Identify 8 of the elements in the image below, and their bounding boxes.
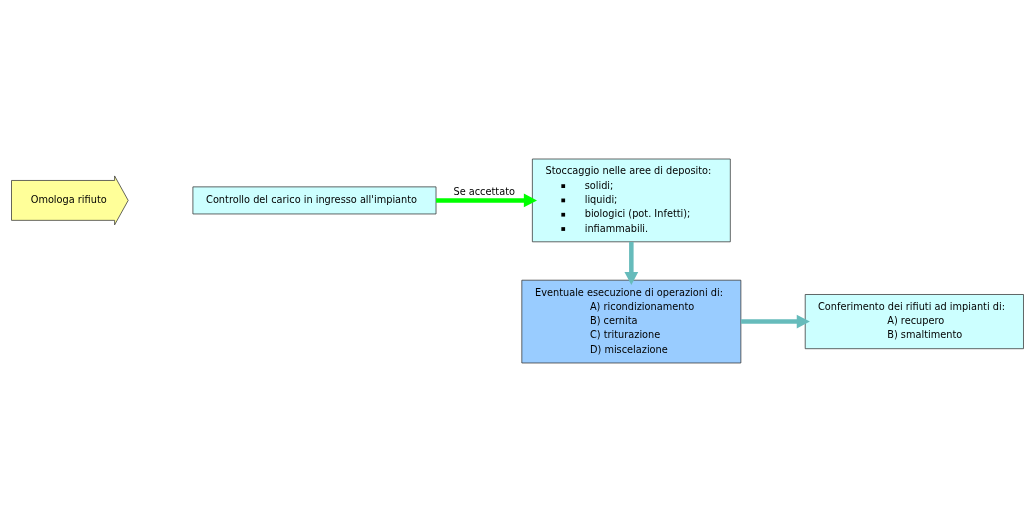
- node-box: Conferimento dei rifiuti ad impianti di: A) recupero B) smaltimento: [804, 293, 1024, 349]
- node-box: Stoccaggio nelle aree di deposito: solidi; liquidi; biologici (pot. Infetti); infiammabili.: [532, 158, 731, 242]
- arrow: [741, 314, 810, 328]
- arrow: [436, 193, 537, 207]
- node-box: Controllo del carico in ingresso all'impianto: [192, 186, 437, 214]
- arrow: [624, 241, 639, 285]
- node-box: Eventuale esecuzione di operazioni di: A) ricondizionamento B) cernita C) triturazione D) miscelazione: [521, 279, 742, 363]
- edge-label: Se accettato: [453, 185, 515, 197]
